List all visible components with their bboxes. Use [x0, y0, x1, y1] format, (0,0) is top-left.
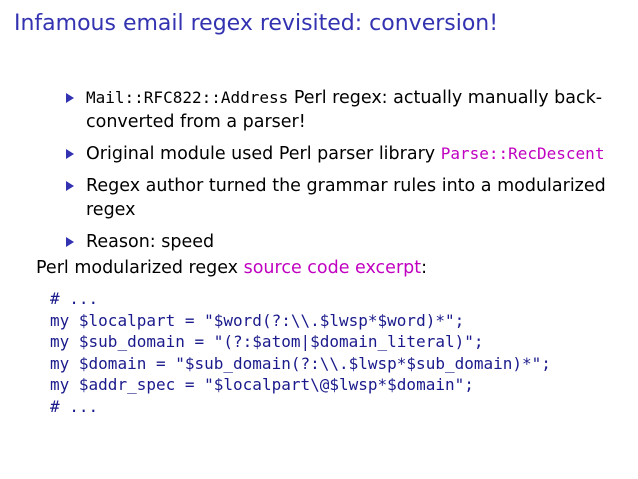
intro-colon: :	[421, 258, 428, 278]
code-line: my $sub_domain = "(?:$atom|$domain_liter…	[50, 331, 551, 353]
code-token-kw: my	[50, 375, 79, 395]
code-token-str: "(?:$atom|$domain_literal)"	[213, 332, 474, 352]
code-line: my $addr_spec = "$localpart\@$lwsp*$doma…	[50, 374, 551, 396]
code-line: # ...	[50, 288, 551, 310]
bullet-item: Mail::RFC822::Address Perl regex: actual…	[64, 86, 624, 134]
intro-text: Perl modularized regex	[36, 258, 244, 278]
triangle-bullet-icon	[66, 149, 74, 159]
code-line: my $localpart = "$word(?:\\.$lwsp*$word)…	[50, 310, 551, 332]
code-token-str: "$word(?:\\.$lwsp*$word)*"	[204, 310, 455, 330]
slide-title: Infamous email regex revisited: conversi…	[14, 11, 499, 36]
code-token-plain: ;	[464, 375, 474, 395]
code-token-str: "$localpart\@$lwsp*$domain"	[204, 375, 465, 395]
bullet-item: Regex author turned the grammar rules in…	[64, 174, 624, 222]
code-token-plain: ;	[541, 353, 551, 373]
bullet-list: Mail::RFC822::Address Perl regex: actual…	[64, 86, 624, 262]
code-token-comment: # ...	[50, 396, 99, 416]
bullet-text: Perl regex: actually manually back-conve…	[86, 88, 603, 132]
code-token-kw: my	[50, 310, 79, 330]
bullet-text: Regex author turned the grammar rules in…	[86, 176, 606, 220]
source-code-link[interactable]: source code excerpt	[243, 258, 422, 278]
triangle-bullet-icon	[66, 181, 74, 191]
code-token-plain: $addr_spec =	[78, 375, 205, 395]
code-token-comment: # ...	[50, 289, 99, 308]
code-token-kw: my	[50, 353, 79, 373]
code-token-plain: $sub_domain =	[78, 332, 214, 352]
module-name: Mail::RFC822::Address	[86, 88, 289, 107]
code-token-plain: $domain =	[78, 353, 176, 373]
triangle-bullet-icon	[66, 237, 74, 247]
code-block: # ...my $localpart = "$word(?:\\.$lwsp*$…	[50, 288, 551, 418]
triangle-bullet-icon	[66, 93, 74, 103]
code-token-plain: ;	[473, 332, 484, 352]
code-token-kw: my	[50, 332, 79, 352]
code-intro: Perl modularized regex source code excer…	[36, 258, 427, 278]
code-line: # ...	[50, 396, 551, 418]
code-token-str: "$sub_domain(?:\\.$lwsp*$sub_domain)*"	[175, 353, 542, 373]
bullet-text: Original module used Perl parser library	[86, 144, 441, 164]
bullet-item: Reason: speed	[64, 230, 624, 254]
bullet-item: Original module used Perl parser library…	[64, 142, 624, 166]
library-name: Parse::RecDescent	[440, 144, 605, 163]
bullet-text: Reason: speed	[86, 232, 215, 252]
code-line: my $domain = "$sub_domain(?:\\.$lwsp*$su…	[50, 353, 551, 375]
code-token-plain: $localpart =	[78, 310, 205, 330]
code-token-plain: ;	[454, 310, 465, 330]
